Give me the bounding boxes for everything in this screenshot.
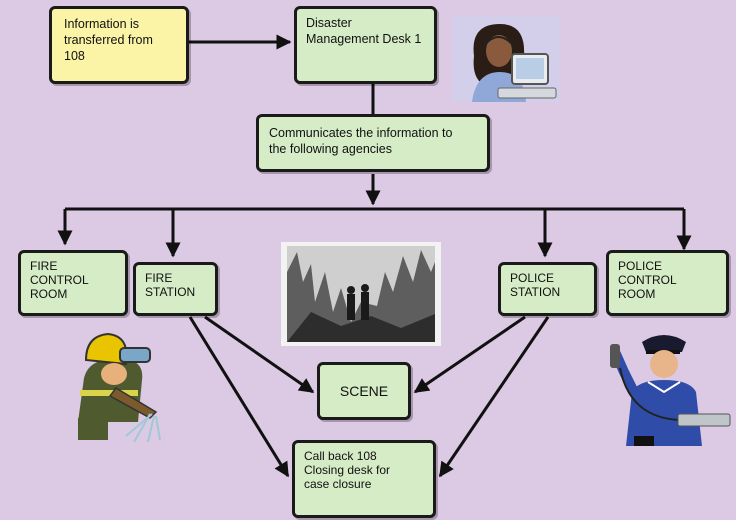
node-police-station-label: POLICE STATION bbox=[510, 271, 561, 299]
node-fire-control-room: FIRE CONTROL ROOM bbox=[18, 250, 128, 316]
node-info-from-108: Information is transferred from 108 bbox=[49, 6, 189, 84]
node-disaster-management-desk-label: Disaster Management Desk 1 bbox=[306, 16, 422, 46]
firefighter-clipart bbox=[78, 332, 161, 442]
policeman-clipart bbox=[610, 335, 731, 446]
node-callback-closing-desk: Call back 108 Closing desk for case clos… bbox=[292, 440, 436, 518]
node-police-control-room-label: POLICE CONTROL ROOM bbox=[618, 259, 677, 301]
node-communicates-info-label: Communicates the information to the foll… bbox=[269, 126, 453, 156]
node-fire-station-label: FIRE STATION bbox=[145, 271, 196, 299]
operator-clipart bbox=[452, 16, 560, 102]
node-scene-label: SCENE bbox=[339, 383, 389, 399]
node-callback-closing-desk-label: Call back 108 Closing desk for case clos… bbox=[304, 449, 391, 491]
node-communicates-info: Communicates the information to the foll… bbox=[256, 114, 490, 172]
node-fire-control-room-label: FIRE CONTROL ROOM bbox=[30, 259, 89, 301]
node-info-from-108-label: Information is transferred from 108 bbox=[64, 17, 153, 63]
disaster-scene-image bbox=[281, 242, 441, 346]
node-fire-station: FIRE STATION bbox=[133, 262, 218, 316]
node-police-station: POLICE STATION bbox=[498, 262, 597, 316]
node-police-control-room: POLICE CONTROL ROOM bbox=[606, 250, 729, 316]
arrow-fire-station-to-callback bbox=[188, 316, 290, 478]
arrow-police-station-to-scene bbox=[413, 315, 526, 394]
arrow-fire-station-to-scene bbox=[204, 315, 315, 394]
node-scene: SCENE bbox=[317, 362, 411, 420]
node-disaster-management-desk: Disaster Management Desk 1 bbox=[294, 6, 437, 84]
arrow-police-station-to-callback bbox=[438, 316, 550, 478]
